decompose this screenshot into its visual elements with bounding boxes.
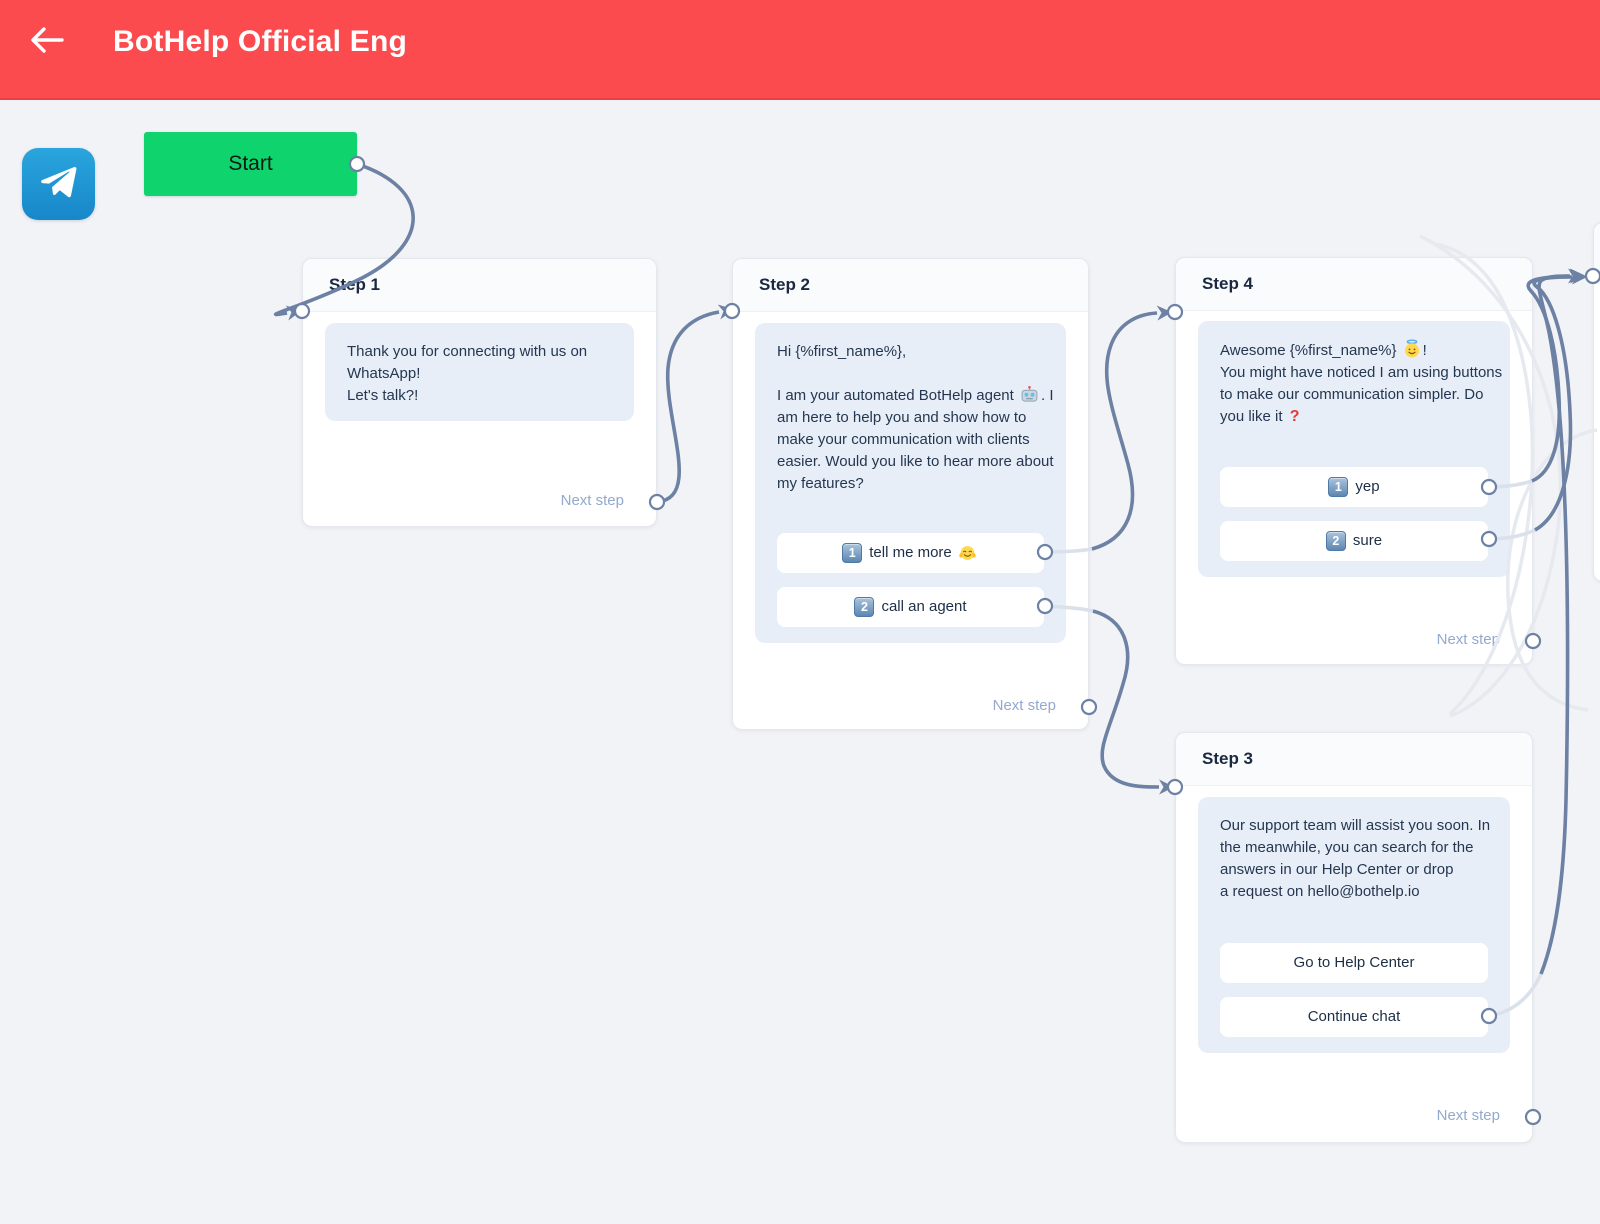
message-line: to make our communication simpler. Do: [1220, 386, 1484, 403]
message-line: I am your automated BotHelp agent . I: [777, 385, 1054, 404]
message-line: Hi {%first_name%},: [777, 343, 907, 360]
telegram-icon: [37, 160, 81, 209]
message-line: make your communication with clients: [777, 431, 1030, 448]
chat-button-call-an-agent[interactable]: 2 call an agent: [777, 587, 1044, 627]
port-start-output[interactable]: [348, 155, 366, 173]
message-line: Our support team will assist you soon. I…: [1220, 817, 1491, 834]
message-bubble[interactable]: Our support team will assist you soon. I…: [1198, 797, 1510, 1053]
port-step4-button-yep[interactable]: [1480, 478, 1498, 496]
next-step-label[interactable]: Next step: [1436, 1107, 1500, 1124]
keycap-2-emoji-icon: 2: [854, 597, 875, 617]
edge-tell-me-more-to-step4: [1091, 305, 1173, 551]
red-question-mark-emoji: ?: [1289, 408, 1300, 425]
port-step2-button-call-an-agent[interactable]: [1036, 597, 1054, 615]
quick-reply-buttons: 1 tell me more 2 call an agent: [777, 533, 1044, 627]
message-bubble[interactable]: Thank you for connecting with us on Whats…: [325, 323, 634, 421]
step-card-2[interactable]: Step 2 Hi {%first_name%}, I am your auto…: [732, 258, 1089, 730]
message-line: Awesome {%first_name%} !: [1220, 339, 1488, 362]
next-step-label[interactable]: Next step: [560, 492, 624, 509]
chat-button-tell-me-more[interactable]: 1 tell me more: [777, 533, 1044, 573]
edge-sure-to-next-card: [1532, 269, 1588, 532]
message-line: my features?: [777, 475, 864, 492]
port-step3-input[interactable]: [1166, 778, 1184, 796]
robot-emoji-icon: [1020, 385, 1039, 404]
port-step4-next[interactable]: [1524, 632, 1542, 650]
message-text: Our support team will assist you soon. I…: [1220, 815, 1491, 903]
channel-badge: [22, 148, 95, 220]
message-line: [777, 363, 1044, 385]
message-line: WhatsApp!: [347, 365, 421, 382]
port-step2-input[interactable]: [723, 302, 741, 320]
port-step1-input[interactable]: [293, 302, 311, 320]
step-card-3[interactable]: Step 3 Our support team will assist you …: [1175, 732, 1533, 1143]
step-title: Step 2: [759, 275, 811, 294]
chat-button-continue-chat[interactable]: Continue chat: [1220, 997, 1488, 1037]
hugging-face-emoji-icon: [958, 544, 977, 562]
port-step3-next[interactable]: [1524, 1108, 1542, 1126]
edge-yep-to-next-card: [1526, 268, 1586, 483]
edge-step1-to-step2: [656, 304, 734, 504]
start-node[interactable]: Start: [144, 132, 357, 196]
chat-button-label: tell me more: [869, 544, 952, 561]
port-step2-button-tell-me-more[interactable]: [1036, 543, 1054, 561]
message-line: You might have noticed I am using button…: [1220, 364, 1503, 381]
halo-face-emoji-icon: [1403, 339, 1421, 359]
start-node-label: Start: [228, 152, 273, 175]
edge-call-an-agent-to-step3: [1092, 609, 1175, 795]
next-step-label[interactable]: Next step: [1436, 631, 1500, 648]
message-line: the meanwhile, you can search for the: [1220, 839, 1474, 856]
next-step-label[interactable]: Next step: [992, 697, 1056, 714]
quick-reply-buttons: 1 yep 2 sure: [1220, 467, 1488, 561]
message-line: easier. Would you like to hear more abou…: [777, 453, 1054, 470]
chat-button-label: Continue chat: [1307, 1008, 1401, 1025]
step-title: Step 3: [1202, 749, 1254, 768]
port-step3-button-continue-chat[interactable]: [1480, 1007, 1498, 1025]
step-card-header: Step 1: [303, 259, 656, 312]
message-line: answers in our Help Center or drop: [1220, 861, 1454, 878]
message-text: Awesome {%first_name%} ! You might have n…: [1220, 339, 1503, 428]
port-step2-next[interactable]: [1080, 698, 1098, 716]
step-title: Step 1: [329, 275, 381, 294]
message-line: am here to help you and show how to: [777, 409, 1027, 426]
message-bubble[interactable]: Hi {%first_name%}, I am your automated B…: [755, 323, 1066, 643]
port-step1-next[interactable]: [648, 493, 666, 511]
message-text: Thank you for connecting with us on Whats…: [347, 341, 612, 407]
chat-button-label: call an agent: [881, 598, 967, 615]
port-step4-button-sure[interactable]: [1480, 530, 1498, 548]
step-card-header: Step 3: [1176, 733, 1532, 786]
chat-button-yep[interactable]: 1 yep: [1220, 467, 1488, 507]
chat-button-label: Go to Help Center: [1293, 954, 1415, 971]
page-title: BotHelp Official Eng: [113, 25, 408, 58]
message-text: Hi {%first_name%}, I am your automated B…: [777, 341, 1054, 495]
message-bubble[interactable]: Awesome {%first_name%} ! You might have n…: [1198, 321, 1510, 577]
chat-button-label: yep: [1355, 478, 1380, 495]
step-card-header: Step 4: [1176, 258, 1532, 311]
step-card-4[interactable]: Step 4 Awesome {%first_name%} ! You might…: [1175, 257, 1533, 665]
keycap-1-emoji-icon: 1: [1328, 477, 1349, 497]
message-line: a request on hello@bothelp.io: [1220, 883, 1420, 900]
edge-continue-chat-to-next-card: [1537, 268, 1584, 975]
port-step4-input[interactable]: [1166, 303, 1184, 321]
keycap-1-emoji-icon: 1: [842, 543, 863, 563]
back-button[interactable]: [27, 22, 67, 62]
chat-button-sure[interactable]: 2 sure: [1220, 521, 1488, 561]
chat-button-label: sure: [1352, 532, 1383, 549]
arrow-left-icon: [30, 26, 64, 58]
step-title: Step 4: [1202, 274, 1254, 293]
message-line: you like it ?: [1220, 408, 1300, 425]
message-line: Let's talk?!: [347, 387, 419, 404]
chat-button-go-to-help-center[interactable]: Go to Help Center: [1220, 943, 1488, 983]
port-offscreen-card-input[interactable]: [1584, 267, 1600, 285]
step-card-1[interactable]: Step 1 Thank you for connecting with us …: [302, 258, 657, 527]
keycap-2-emoji-icon: 2: [1325, 531, 1346, 551]
message-line: Thank you for connecting with us on: [347, 343, 588, 360]
app-header: BotHelp Official Eng: [0, 0, 1600, 100]
step-card-header: Step 2: [733, 259, 1088, 312]
